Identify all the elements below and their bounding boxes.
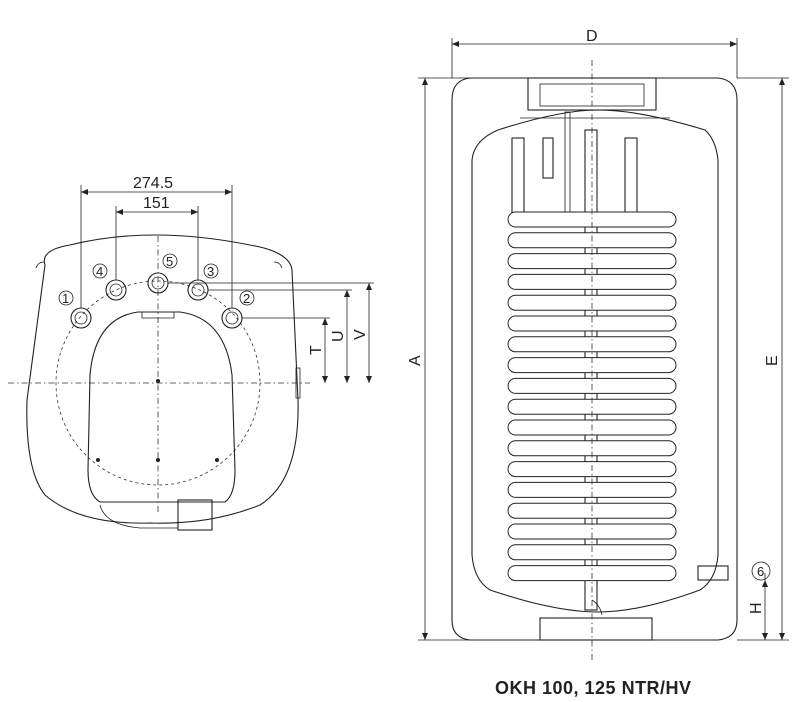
dimension-D: D: [451, 28, 738, 78]
dimension-E: E: [737, 77, 789, 641]
bottom-outlet: [177, 499, 213, 531]
port-label-5: 5: [166, 254, 173, 269]
svg-text:A: A: [407, 355, 424, 366]
port-label-4: 4: [96, 264, 103, 279]
svg-text:U: U: [330, 330, 347, 342]
svg-text:H: H: [748, 602, 765, 614]
top-view: 1 4 5 3 2 274.5 151 T: [8, 175, 374, 531]
port-1: [70, 307, 92, 329]
dimension-U: U: [330, 290, 350, 383]
side-view: 6 D A E: [407, 28, 789, 660]
top-view-outline: [26, 234, 299, 524]
svg-text:E: E: [764, 355, 781, 366]
port-label-1: 1: [62, 291, 69, 306]
port-2: [221, 307, 243, 329]
side-port: [697, 565, 729, 581]
svg-text:V: V: [352, 329, 369, 340]
port-4: [105, 279, 127, 301]
dimension-151: 151: [115, 195, 199, 280]
svg-text:274.5: 274.5: [133, 175, 173, 192]
insulation-outer: [451, 77, 738, 641]
dimension-H: H: [748, 573, 768, 640]
dimension-V: V: [352, 283, 372, 383]
flange-opening: [87, 311, 236, 503]
port-label-2: 2: [243, 291, 250, 306]
port-label-6: 6: [757, 564, 764, 579]
svg-text:D: D: [586, 28, 598, 45]
svg-text:T: T: [308, 345, 325, 355]
dimension-A: A: [407, 77, 470, 641]
drawing-caption: OKH 100, 125 NTR/HV: [495, 678, 692, 698]
port-label-3: 3: [207, 264, 214, 279]
dimension-T: T: [308, 318, 328, 383]
dimension-274-5: 274.5: [80, 175, 233, 308]
svg-text:151: 151: [143, 195, 170, 212]
